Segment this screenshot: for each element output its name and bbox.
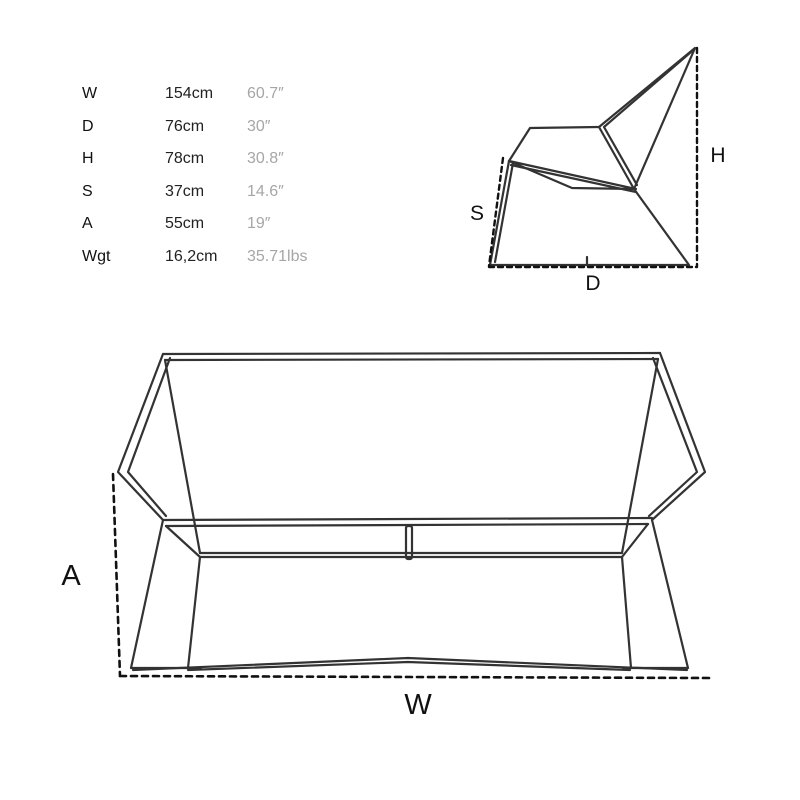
- width-label: W: [404, 689, 432, 721]
- spec-row-height: H 78cm 30.8″: [82, 143, 308, 176]
- spec-label: A: [82, 215, 93, 233]
- spec-row-arm: A 55cm 19″: [82, 208, 308, 241]
- spec-imperial-value: 35.71lbs: [247, 247, 308, 265]
- spec-imperial-value: 19″: [247, 215, 271, 233]
- seat-height-label: S: [470, 202, 484, 225]
- spec-metric-value: 16,2cm: [165, 247, 218, 265]
- spec-metric-value: 76cm: [165, 117, 205, 135]
- front-view-drawing: [111, 351, 712, 680]
- arm-height-dimension-line: [111, 472, 122, 678]
- spec-label: Wgt: [82, 247, 111, 265]
- spec-metric-value: 55cm: [165, 215, 205, 233]
- spec-metric-value: 37cm: [165, 182, 205, 200]
- side-view-frame: [488, 46, 697, 267]
- spec-imperial-value: 30″: [247, 117, 271, 135]
- spec-label: W: [82, 85, 98, 103]
- dimension-spec-table: W 154cm 60.7″ D 76cm 30″ H 78cm 30.8″ S …: [82, 78, 308, 273]
- spec-label: D: [82, 117, 94, 135]
- spec-metric-value: 78cm: [165, 150, 205, 168]
- spec-imperial-value: 30.8″: [247, 150, 284, 168]
- spec-metric-value: 154cm: [165, 85, 214, 103]
- side-view-dimension-lines: [487, 46, 699, 269]
- spec-row-seat: S 37cm 14.6″: [82, 176, 308, 209]
- height-label: H: [710, 144, 725, 167]
- spec-row-weight: Wgt 16,2cm 35.71lbs: [82, 241, 308, 274]
- arm-height-label: A: [61, 560, 81, 592]
- spec-label: S: [82, 182, 93, 200]
- spec-row-width: W 154cm 60.7″: [82, 78, 308, 111]
- spec-label: H: [82, 150, 94, 168]
- spec-imperial-value: 14.6″: [247, 182, 284, 200]
- depth-label: D: [585, 272, 600, 295]
- spec-row-depth: D 76cm 30″: [82, 111, 308, 144]
- front-view-dimension-lines: [111, 472, 712, 680]
- spec-imperial-value: 60.7″: [247, 85, 284, 103]
- width-dimension-line: [118, 674, 712, 680]
- side-view-drawing: [487, 46, 699, 269]
- seat-dimension-line: [487, 156, 505, 268]
- front-view-frame: [116, 351, 707, 672]
